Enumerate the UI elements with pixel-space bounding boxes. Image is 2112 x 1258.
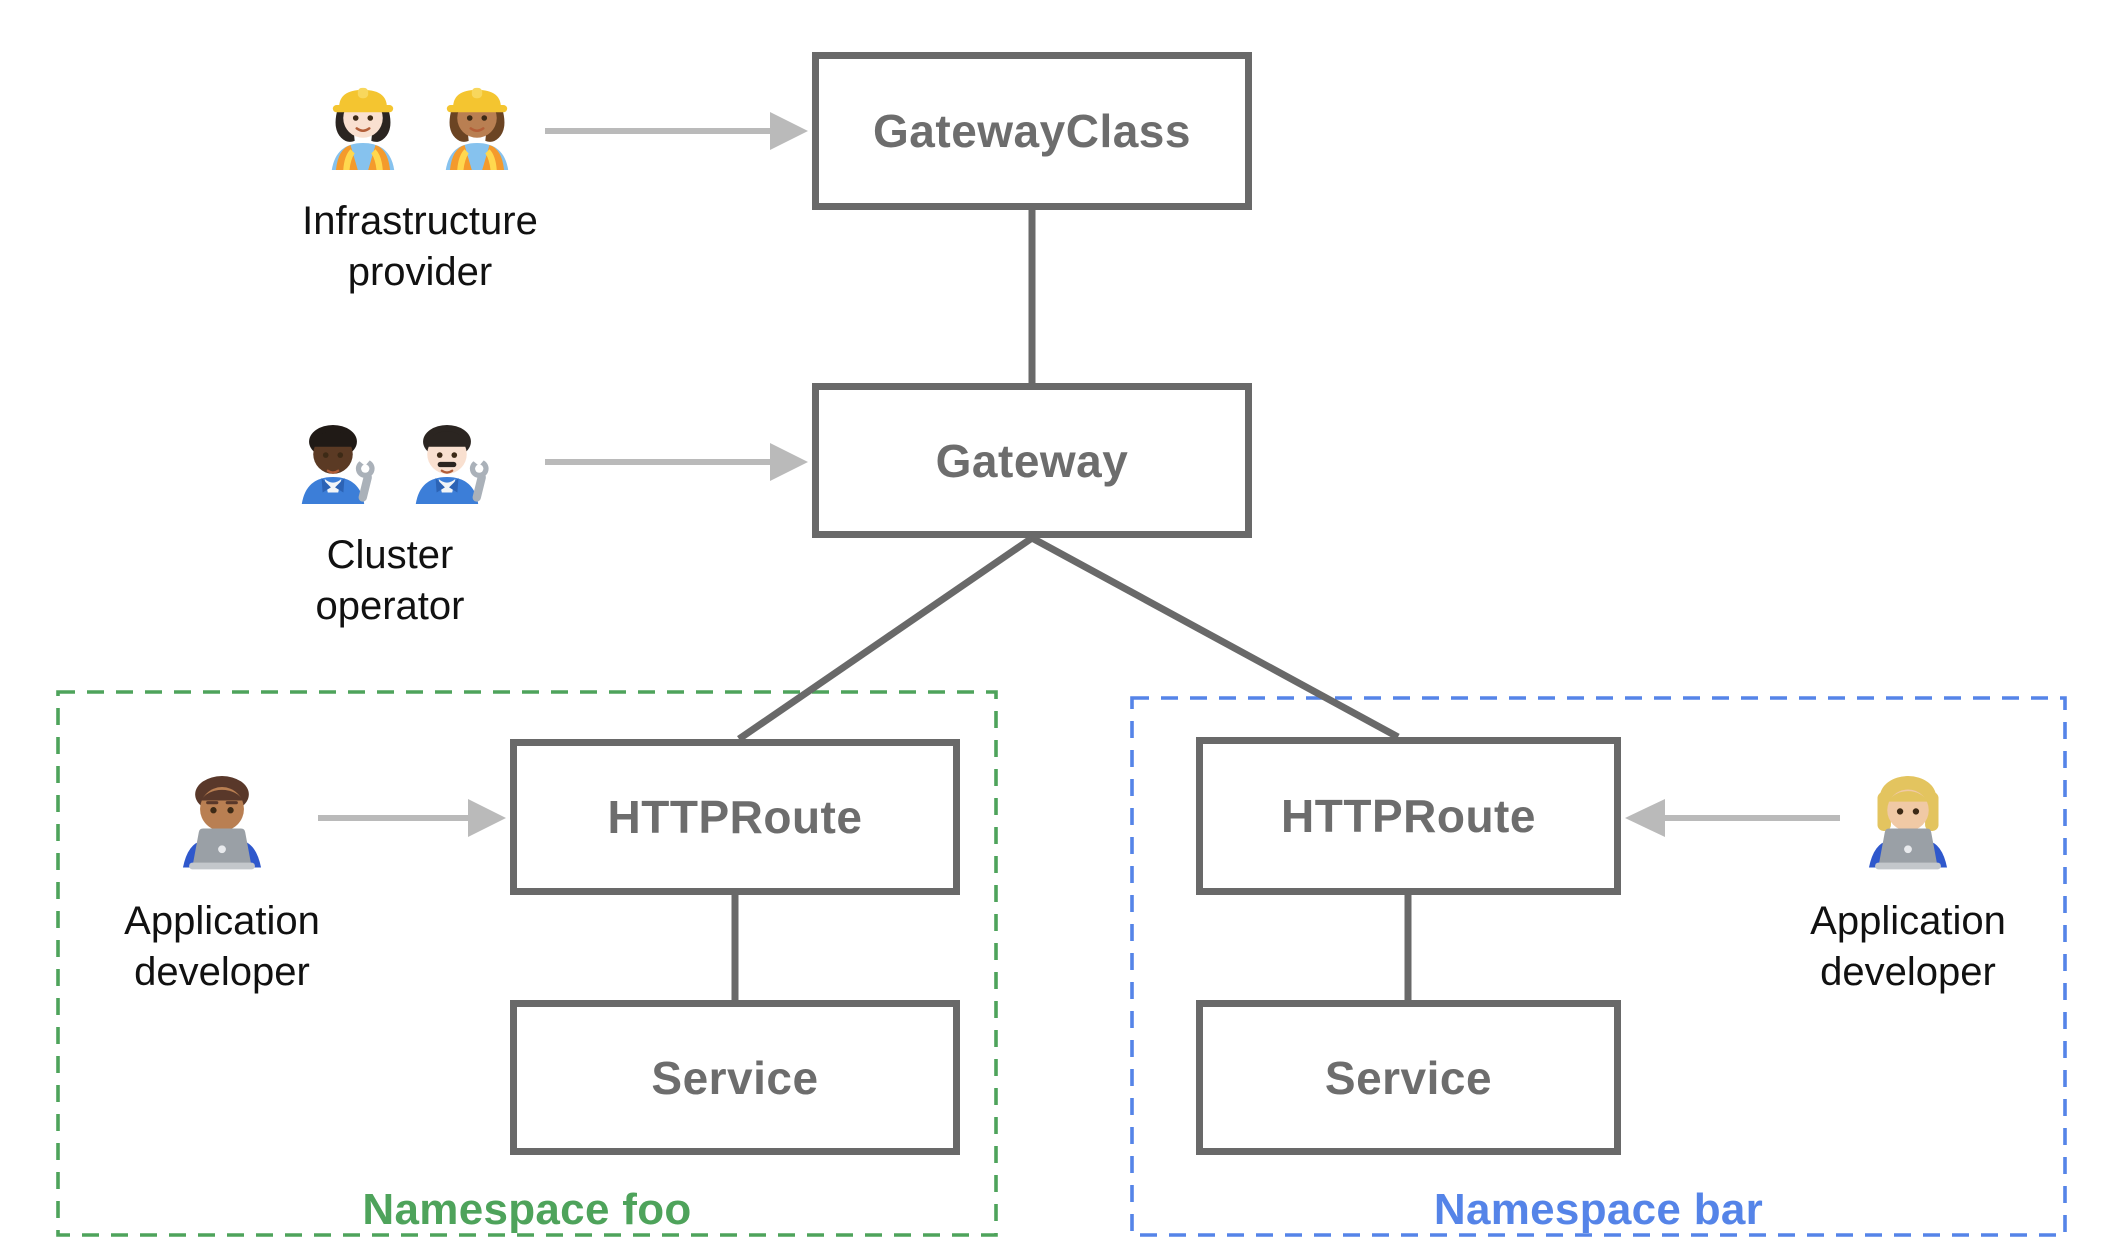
woman-construction-worker-medium-skin-icon	[425, 66, 529, 170]
infrastructure-provider-label: Infrastructure provider	[302, 199, 538, 295]
edge-gateway-httproute-bar	[1030, 534, 1400, 741]
cluster-operator-label: Cluster operator	[315, 533, 465, 629]
arrow-cluster-operator-to-gateway	[545, 443, 808, 481]
arrow-infra-provider-to-gatewayclass	[545, 112, 808, 150]
actor-cluster-operator: Cluster operator	[260, 400, 520, 632]
gatewayclass-node: GatewayClass	[812, 52, 1252, 210]
app-developer-foo-label: Application developer	[124, 899, 320, 995]
edge-gateway-httproute-foo	[737, 535, 1034, 742]
arrow-app-developer-to-httproute-bar	[1625, 799, 1840, 837]
service-foo-node: Service	[510, 1000, 960, 1155]
service-bar-node: Service	[1196, 1000, 1621, 1155]
httproute-foo-node: HTTPRoute	[510, 739, 960, 895]
app-developer-foo-emoji	[161, 748, 283, 870]
infrastructure-provider-emojis	[311, 66, 529, 170]
gateway-node: Gateway	[812, 383, 1252, 538]
httproute-bar-node: HTTPRoute	[1196, 737, 1621, 895]
woman-technologist-blonde-icon	[1847, 748, 1969, 870]
namespace-foo-boundary	[56, 690, 998, 1237]
actor-app-developer-bar: Application developer	[1778, 748, 2038, 998]
namespace-foo-label: Namespace foo	[362, 1185, 692, 1234]
man-technologist-medium-dark-skin-icon	[161, 748, 283, 870]
actor-app-developer-foo: Application developer	[92, 748, 352, 998]
arrow-app-developer-to-httproute-foo	[318, 799, 506, 837]
namespace-bar-boundary	[1130, 696, 2067, 1237]
man-mechanic-light-skin-icon	[395, 400, 499, 504]
app-developer-bar-emoji	[1847, 748, 1969, 870]
mechanic-dark-skin-icon	[281, 400, 385, 504]
cluster-operator-emojis	[281, 400, 499, 504]
app-developer-bar-label: Application developer	[1810, 899, 2006, 995]
namespace-bar-label: Namespace bar	[1433, 1185, 1764, 1234]
woman-construction-worker-light-skin-icon	[311, 66, 415, 170]
actor-infrastructure-provider: Infrastructure provider	[265, 66, 575, 298]
